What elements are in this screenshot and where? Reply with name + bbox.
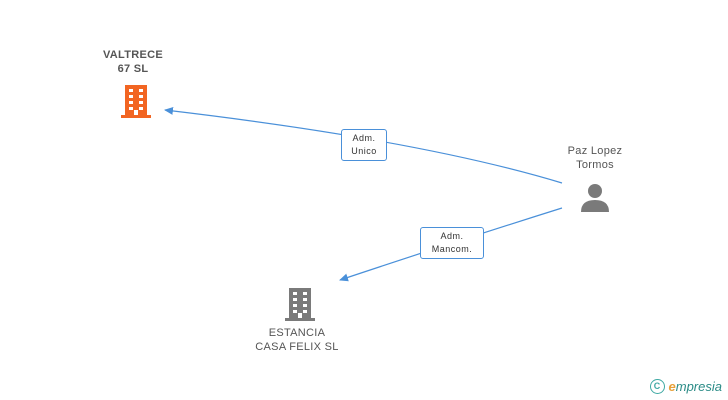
person-icon[interactable]: [579, 182, 611, 214]
edge-label-line2: Mancom.: [431, 244, 473, 254]
company-estancia-name-line2: CASA FELIX SL: [255, 341, 339, 353]
person-label[interactable]: Paz Lopez Tormos: [545, 144, 645, 172]
edge-label-line1: Adm.: [440, 231, 464, 241]
edge-label-adm-mancom: Adm. Mancom.: [420, 227, 484, 259]
edge-label-adm-unico: Adm. Unico: [341, 129, 387, 161]
company-estancia-name-line1: ESTANCIA: [268, 327, 326, 339]
company-valtrece-name-line2: 67 SL: [117, 63, 149, 75]
building-icon[interactable]: [284, 286, 316, 322]
brand-initial: e: [668, 379, 676, 394]
person-name-line2: Tormos: [576, 159, 614, 171]
company-estancia-label[interactable]: ESTANCIA CASA FELIX SL: [237, 326, 357, 354]
edge-person-to-valtrece: [164, 106, 563, 184]
brand-name: empresia: [669, 379, 722, 394]
building-icon[interactable]: [120, 83, 152, 119]
company-valtrece-label[interactable]: VALTRECE 67 SL: [83, 48, 183, 76]
person-name-line1: Paz Lopez: [567, 145, 623, 157]
copyright-icon: C: [649, 379, 665, 394]
company-valtrece-name-line1: VALTRECE: [102, 49, 164, 61]
brand-rest: mpresia: [675, 379, 722, 394]
empresia-logo: C empresia: [649, 379, 722, 394]
edge-label-line1: Adm.: [352, 133, 376, 143]
edge-label-line2: Unico: [351, 146, 377, 156]
